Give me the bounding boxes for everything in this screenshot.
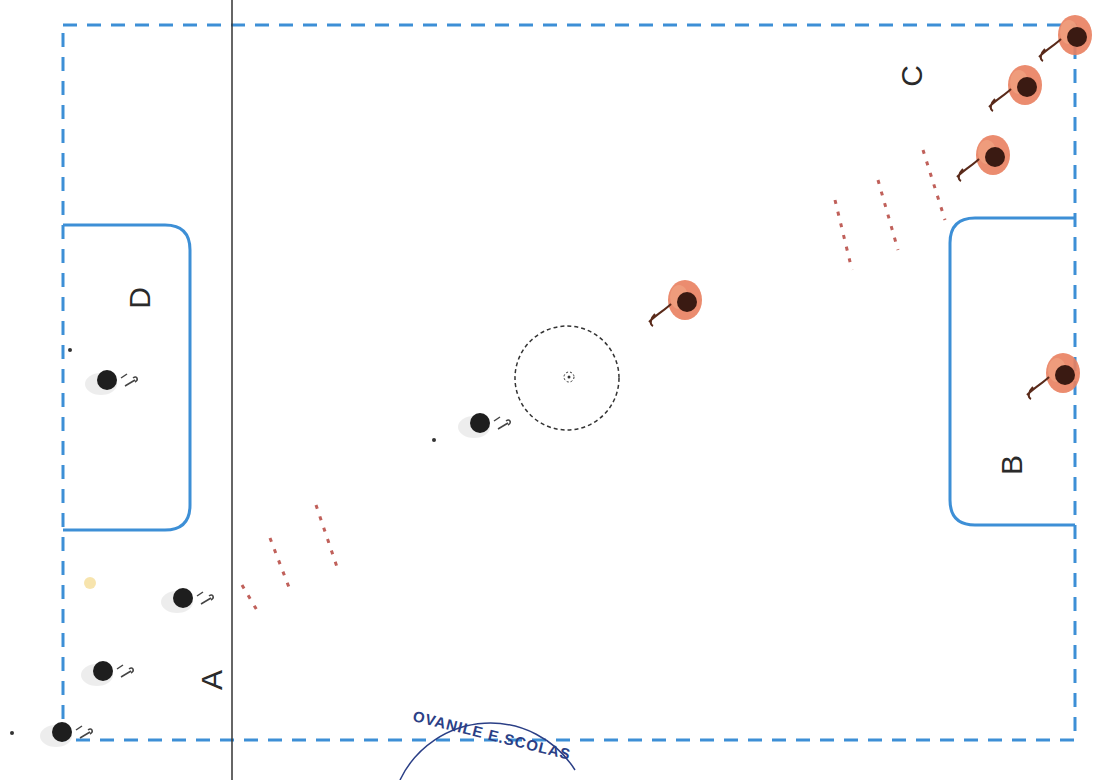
stamp-text: OVANILE E.SCOLAS xyxy=(411,708,572,762)
center-circle xyxy=(515,326,619,430)
zone-letter: A xyxy=(197,670,227,690)
zone-letter: B xyxy=(997,455,1027,475)
zone-line xyxy=(231,0,233,780)
goal-area xyxy=(63,225,190,530)
black-player xyxy=(40,370,510,747)
zone-letter: C xyxy=(897,65,927,87)
zone-letter: D xyxy=(125,287,155,309)
pitch-boundary xyxy=(63,25,1075,740)
cone-line xyxy=(242,150,945,612)
red-player xyxy=(649,15,1092,399)
